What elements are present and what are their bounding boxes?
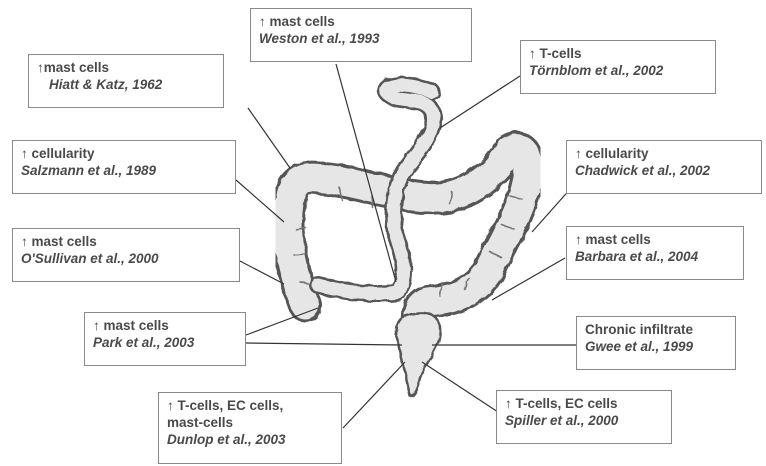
finding-text: ↑ mast cells — [259, 13, 463, 30]
finding-text: ↑ cellularity — [575, 145, 753, 162]
annotation-barbara: ↑ mast cells Barbara et al., 2004 — [566, 226, 744, 280]
leader-hiatt — [248, 108, 290, 168]
citation-text: Barbara et al., 2004 — [575, 248, 735, 265]
finding-text: Chronic infiltrate — [585, 321, 727, 338]
leader-spiller — [422, 362, 498, 412]
finding-text: ↑ T-cells, EC cells, — [167, 397, 333, 414]
citation-text: Gwee et al., 1999 — [585, 338, 727, 355]
finding-text: ↑ T-cells, EC cells — [505, 395, 663, 412]
citation-text: Spiller et al., 2000 — [505, 412, 663, 429]
finding-text: ↑mast cells — [37, 59, 215, 76]
citation-text: Hiatt & Katz, 1962 — [37, 76, 215, 93]
annotation-osullivan: ↑ mast cells O'Sullivan et al., 2000 — [12, 228, 240, 282]
citation-text: Törnblom et al., 2002 — [529, 62, 707, 79]
leader-park-2 — [246, 343, 402, 345]
citation-text: Salzmann et al., 1989 — [21, 162, 227, 179]
annotation-tornblom: ↑ T-cells Törnblom et al., 2002 — [520, 40, 716, 94]
citation-text: Dunlop et al., 2003 — [167, 431, 333, 448]
leader-tornblom — [440, 76, 520, 128]
annotation-spiller: ↑ T-cells, EC cells Spiller et al., 2000 — [496, 390, 672, 444]
finding-text: ↑ T-cells — [529, 45, 707, 62]
citation-text: Park et al., 2003 — [93, 334, 237, 351]
citation-text: O'Sullivan et al., 2000 — [21, 250, 231, 267]
colon-illustration — [288, 85, 528, 396]
citation-text: Chadwick et al., 2002 — [575, 162, 753, 179]
finding-text: ↑ mast cells — [93, 317, 237, 334]
finding-text-continued: mast-cells — [167, 414, 333, 431]
annotation-hiatt: ↑mast cells Hiatt & Katz, 1962 — [28, 54, 224, 108]
finding-text: ↑ mast cells — [21, 233, 231, 250]
citation-text: Weston et al., 1993 — [259, 30, 463, 47]
annotation-weston: ↑ mast cells Weston et al., 1993 — [250, 8, 472, 62]
annotation-gwee: Chronic infiltrate Gwee et al., 1999 — [576, 316, 736, 370]
annotation-chadwick: ↑ cellularity Chadwick et al., 2002 — [566, 140, 762, 194]
annotation-salzmann: ↑ cellularity Salzmann et al., 1989 — [12, 140, 236, 194]
rectum-outline — [397, 313, 441, 396]
annotation-dunlop: ↑ T-cells, EC cells, mast-cells Dunlop e… — [158, 392, 342, 464]
finding-text: ↑ cellularity — [21, 145, 227, 162]
leader-dunlop — [343, 362, 405, 428]
finding-text: ↑ mast cells — [575, 231, 735, 248]
annotation-park: ↑ mast cells Park et al., 2003 — [84, 312, 246, 366]
